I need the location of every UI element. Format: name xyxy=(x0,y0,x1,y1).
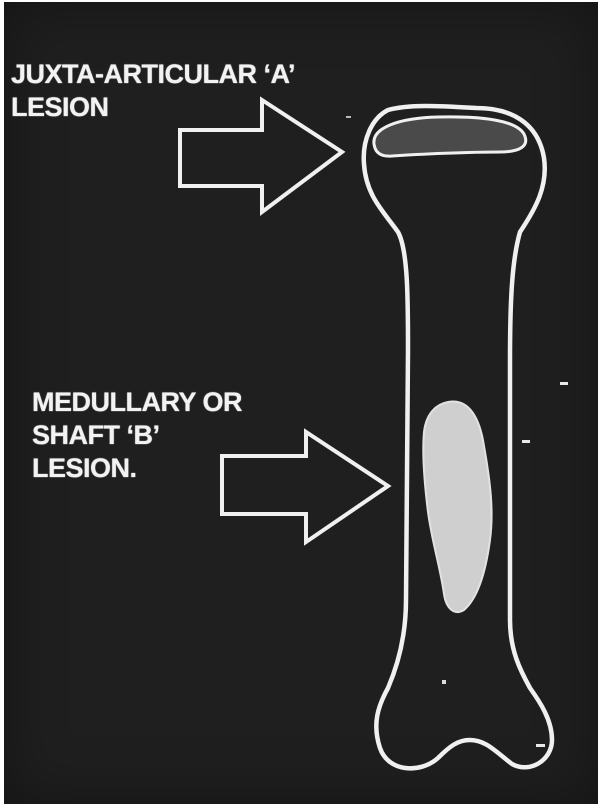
speck xyxy=(522,440,530,443)
lesion-b xyxy=(423,402,491,612)
label-a-line-2: LESION xyxy=(11,91,295,124)
label-medullary: MEDULLARY OR SHAFT ‘B’ LESION. xyxy=(32,386,242,485)
speck xyxy=(442,680,446,684)
label-b-line-1: MEDULLARY OR xyxy=(32,386,242,419)
label-b-line-2: SHAFT ‘B’ xyxy=(32,419,242,452)
lesion-a xyxy=(374,117,526,156)
diagram-panel: JUXTA-ARTICULAR ‘A’ LESION MEDULLARY OR … xyxy=(4,2,598,804)
speck xyxy=(536,744,545,747)
label-a-line-1: JUXTA-ARTICULAR ‘A’ xyxy=(11,58,295,91)
arrow-b xyxy=(222,432,388,542)
speck xyxy=(560,382,568,385)
label-juxta-articular: JUXTA-ARTICULAR ‘A’ LESION xyxy=(11,58,295,124)
speck xyxy=(346,116,351,118)
label-b-line-3: LESION. xyxy=(32,452,242,485)
